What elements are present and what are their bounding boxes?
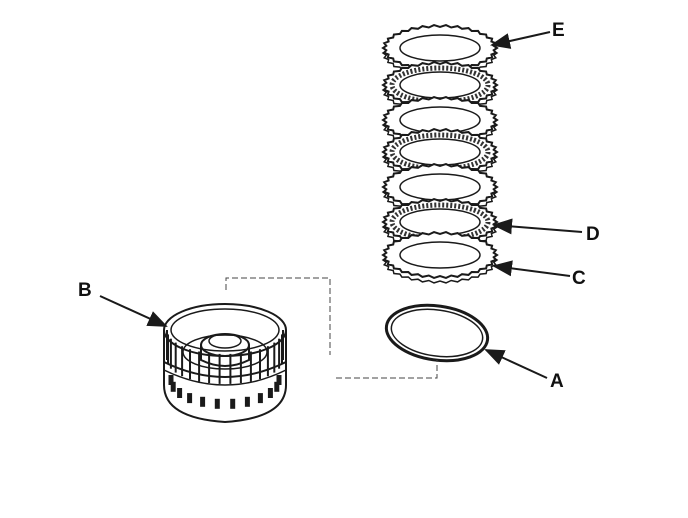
clutch-plate [381,231,499,284]
drum-window [257,393,263,404]
drum-window [230,398,236,409]
clutch-drum-part [163,303,287,424]
drum-window [214,398,220,409]
assembly-guide-line [225,277,438,379]
callout-label-b: B [78,280,92,301]
drum-window [170,381,176,392]
drum-window [187,393,193,404]
o-ring-part [384,303,490,363]
callout-label-c: C [572,268,586,289]
callout-label-e: E [552,20,565,41]
drum-window [177,388,183,398]
drum-window [200,396,206,407]
drum-window [244,396,250,407]
drum-window [276,375,282,385]
callout-label-d: D [586,224,600,245]
drum-window [274,381,280,392]
callout-arrows [99,31,583,379]
callout-label-a: A [550,371,564,392]
drum-window [267,388,273,398]
drum-window [168,375,174,385]
clutch-pack-stack [381,24,499,284]
